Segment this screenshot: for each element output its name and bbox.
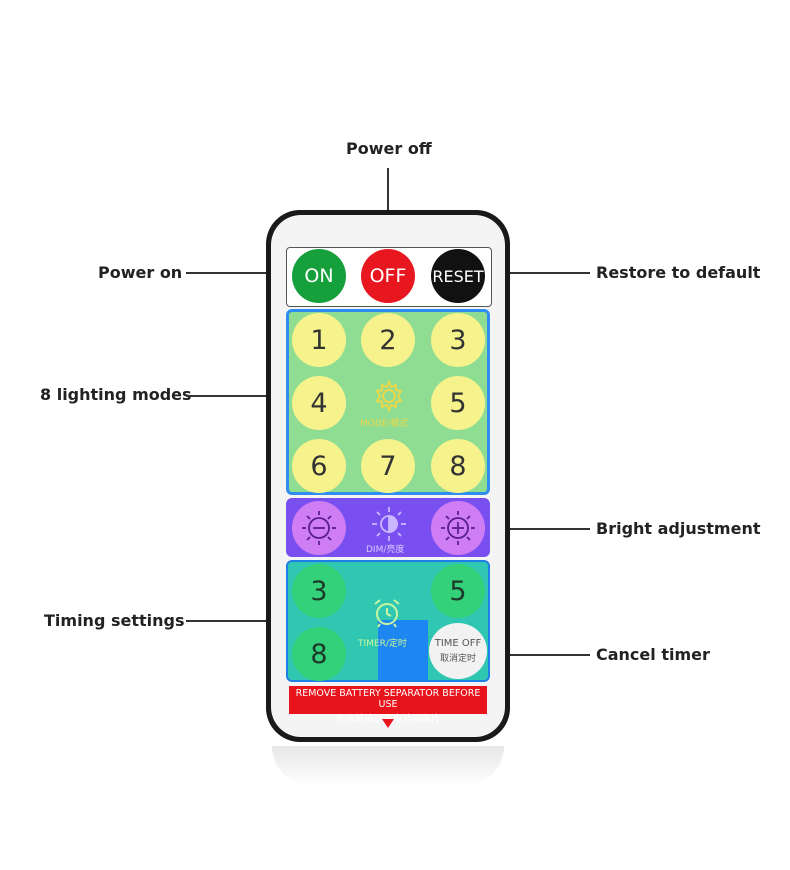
- mode-button-8[interactable]: 8: [431, 439, 485, 493]
- leader-line-cancel: [480, 654, 590, 656]
- mode-button-6[interactable]: 6: [292, 439, 346, 493]
- callout-timing-settings: Timing settings: [44, 611, 185, 630]
- triangle-down-icon: [382, 716, 394, 734]
- dim-plus-button[interactable]: [431, 501, 485, 555]
- callout-bright-adjustment: Bright adjustment: [596, 519, 761, 538]
- callout-power-on: Power on: [98, 263, 183, 282]
- off-button[interactable]: OFF: [361, 249, 415, 303]
- reset-button[interactable]: RESET: [431, 249, 485, 303]
- gear-icon: [371, 378, 407, 419]
- leader-line-power-on: [186, 272, 296, 274]
- dim-label: DIM/亮度: [366, 545, 405, 555]
- time-off-button[interactable]: TIME OFF 取消定时: [429, 623, 487, 679]
- callout-lighting-modes: 8 lighting modes: [40, 385, 192, 404]
- brightness-icon: [370, 505, 408, 548]
- mode-button-2[interactable]: 2: [361, 313, 415, 367]
- timer-button-5[interactable]: 5: [431, 564, 485, 618]
- timer-panel-blue-area: [378, 620, 428, 680]
- battery-warning-banner: REMOVE BATTERY SEPARATOR BEFORE USE 使用前请…: [289, 686, 487, 725]
- timer-button-3[interactable]: 3: [292, 564, 346, 618]
- mode-button-5[interactable]: 5: [431, 376, 485, 430]
- leader-line-restore: [480, 272, 590, 274]
- mode-button-7[interactable]: 7: [361, 439, 415, 493]
- callout-restore-default: Restore to default: [596, 263, 761, 282]
- remote-reflection: [272, 746, 504, 786]
- banner-line-1: REMOVE BATTERY SEPARATOR BEFORE USE: [295, 688, 481, 710]
- callout-cancel-timer: Cancel timer: [596, 645, 710, 664]
- mode-label: MODE/模式: [360, 419, 409, 429]
- mode-button-1[interactable]: 1: [292, 313, 346, 367]
- sun-plus-icon: [441, 511, 475, 545]
- leader-line-bright: [480, 528, 590, 530]
- callout-power-off: Power off: [346, 139, 432, 158]
- leader-line-power-off: [387, 168, 389, 250]
- time-off-label-cn: 取消定时: [439, 654, 476, 664]
- sun-minus-icon: [302, 511, 336, 545]
- timer-button-8[interactable]: 8: [292, 627, 346, 681]
- leader-line-modes: [186, 395, 296, 397]
- on-button[interactable]: ON: [292, 249, 346, 303]
- timer-label: TIMER/定时: [358, 639, 407, 649]
- time-off-label: TIME OFF: [434, 638, 482, 649]
- dim-minus-button[interactable]: [292, 501, 346, 555]
- mode-button-3[interactable]: 3: [431, 313, 485, 367]
- leader-line-timing: [186, 620, 296, 622]
- alarm-clock-icon: [370, 596, 404, 635]
- mode-button-4[interactable]: 4: [292, 376, 346, 430]
